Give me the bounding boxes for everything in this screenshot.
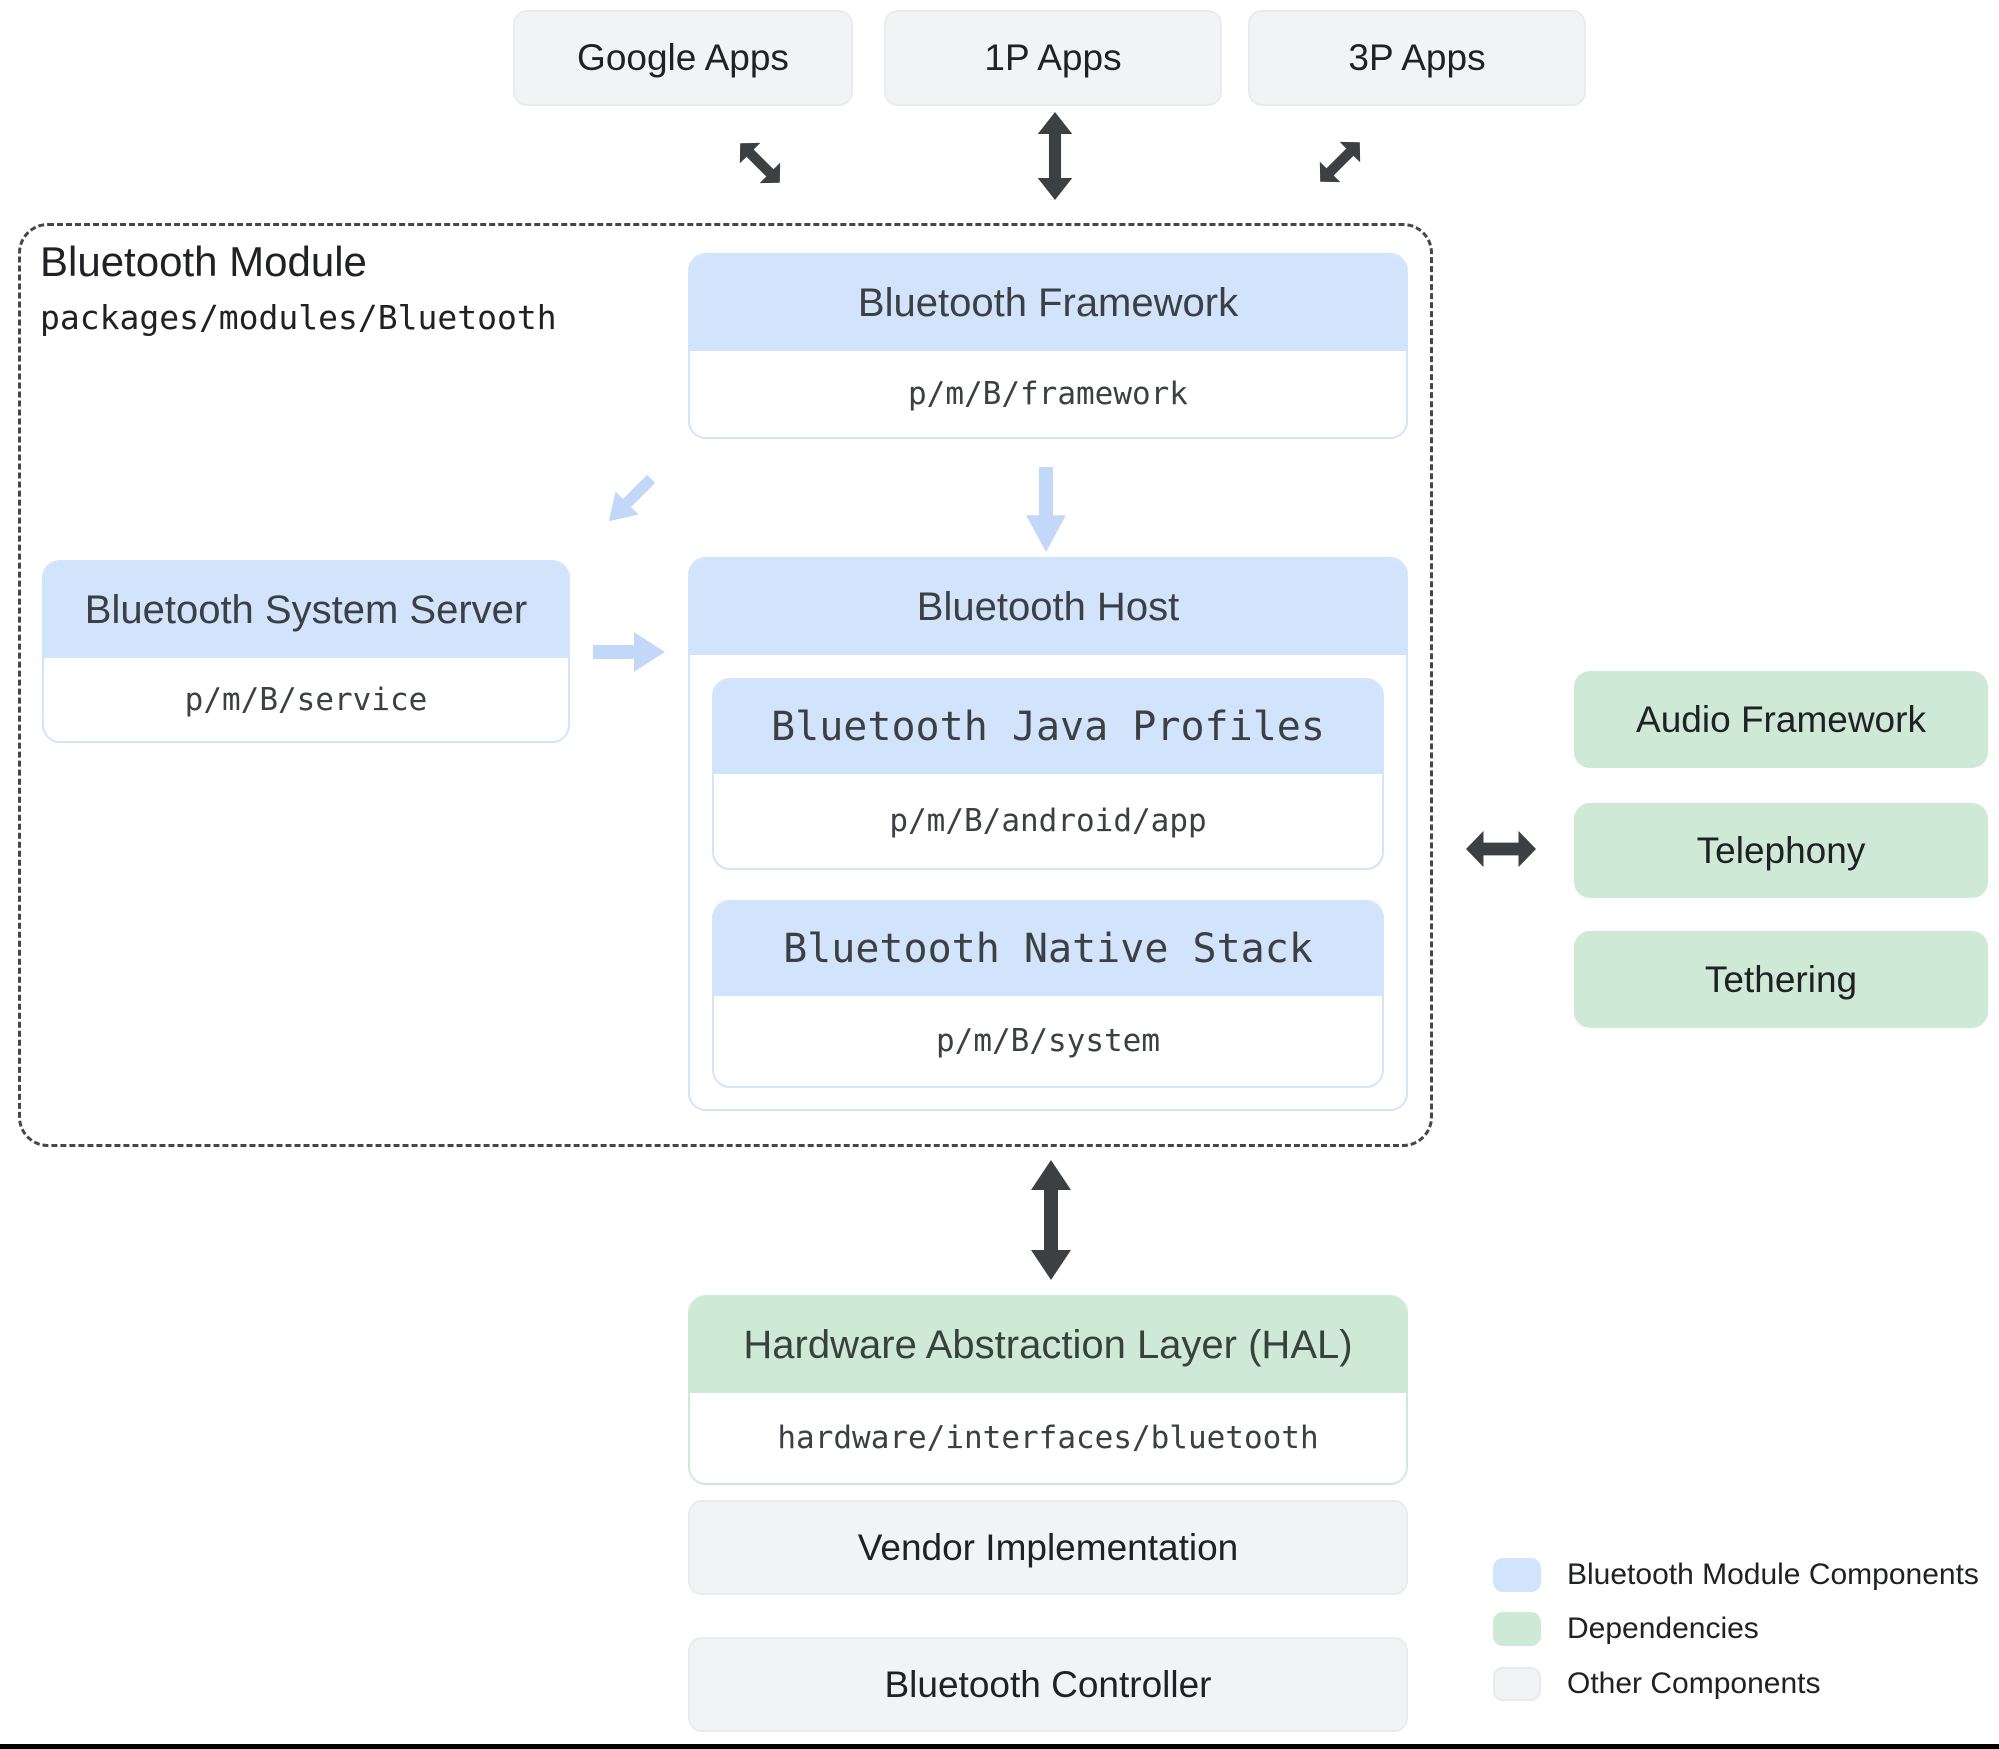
bluetooth-system-server-title: Bluetooth System Server — [84, 587, 528, 632]
hal-title: Hardware Abstraction Layer (HAL) — [743, 1322, 1353, 1367]
first-party-apps-label: 1P Apps — [984, 37, 1122, 78]
bluetooth-java-profiles-path: p/m/B/android/app — [889, 803, 1207, 839]
audio-framework-box: Audio Framework — [1574, 671, 1988, 768]
bluetooth-java-profiles-title: Bluetooth Java Profiles — [771, 704, 1325, 750]
bluetooth-framework-header: Bluetooth Framework — [690, 255, 1406, 351]
bluetooth-native-stack-header: Bluetooth Native Stack — [714, 902, 1382, 996]
vendor-implementation-box: Vendor Implementation — [688, 1500, 1408, 1595]
legend-swatch-blue — [1493, 1558, 1541, 1592]
bluetooth-framework-path: p/m/B/framework — [908, 376, 1188, 412]
hal-path: hardware/interfaces/bluetooth — [777, 1420, 1319, 1456]
first-party-apps-bidirectional-arrow-icon — [1036, 112, 1074, 200]
legend-item-module-components: Bluetooth Module Components — [1493, 1558, 1979, 1592]
bluetooth-host-header: Bluetooth Host — [690, 559, 1406, 655]
bluetooth-module-container — [18, 223, 1433, 1147]
legend-item-dependencies: Dependencies — [1493, 1612, 1759, 1646]
bluetooth-framework-box: Bluetooth Framework p/m/B/framework — [688, 253, 1408, 439]
bluetooth-module-title: Bluetooth Module — [40, 238, 367, 285]
framework-to-system-server-arrow-icon — [596, 466, 664, 534]
bluetooth-framework-body: p/m/B/framework — [690, 351, 1406, 437]
legend-label-other-components: Other Components — [1567, 1667, 1821, 1700]
bluetooth-native-stack-title: Bluetooth Native Stack — [783, 926, 1313, 972]
bluetooth-system-server-box: Bluetooth System Server p/m/B/service — [42, 560, 570, 743]
third-party-apps-bidirectional-arrow-icon — [1309, 131, 1371, 193]
module-to-hal-bidirectional-arrow-icon — [1029, 1160, 1073, 1280]
hal-body: hardware/interfaces/bluetooth — [690, 1393, 1406, 1483]
legend-label-module-components: Bluetooth Module Components — [1567, 1558, 1979, 1591]
bluetooth-controller-label: Bluetooth Controller — [884, 1663, 1212, 1705]
vendor-implementation-label: Vendor Implementation — [857, 1526, 1239, 1568]
system-server-to-host-arrow-icon — [593, 630, 665, 674]
bluetooth-system-server-path: p/m/B/service — [184, 681, 428, 718]
tethering-label: Tethering — [1704, 958, 1858, 1000]
third-party-apps-box: 3P Apps — [1248, 10, 1586, 106]
first-party-apps-box: 1P Apps — [884, 10, 1222, 106]
bluetooth-host-body: Bluetooth Java Profiles p/m/B/android/ap… — [690, 655, 1406, 1109]
bluetooth-controller-box: Bluetooth Controller — [688, 1637, 1408, 1732]
framework-to-host-arrow-icon — [1024, 467, 1068, 552]
screenshot-bottom-edge — [0, 1744, 1999, 1749]
bluetooth-module-path: packages/modules/Bluetooth — [40, 298, 557, 337]
third-party-apps-label: 3P Apps — [1348, 37, 1486, 78]
bluetooth-native-stack-body: p/m/B/system — [714, 996, 1382, 1086]
telephony-box: Telephony — [1574, 803, 1988, 898]
bluetooth-host-title: Bluetooth Host — [916, 584, 1180, 629]
bluetooth-host-box: Bluetooth Host Bluetooth Java Profiles p… — [688, 557, 1408, 1111]
legend-item-other-components: Other Components — [1493, 1667, 1820, 1701]
bluetooth-native-stack-box: Bluetooth Native Stack p/m/B/system — [712, 900, 1384, 1088]
audio-framework-label: Audio Framework — [1636, 698, 1926, 740]
telephony-label: Telephony — [1696, 829, 1866, 871]
tethering-box: Tethering — [1574, 931, 1988, 1028]
legend-swatch-green — [1493, 1612, 1541, 1646]
google-apps-label: Google Apps — [577, 37, 789, 78]
google-apps-box: Google Apps — [513, 10, 853, 106]
legend-label-dependencies: Dependencies — [1567, 1612, 1759, 1645]
bluetooth-framework-title: Bluetooth Framework — [857, 280, 1239, 325]
bluetooth-java-profiles-box: Bluetooth Java Profiles p/m/B/android/ap… — [712, 678, 1384, 870]
bluetooth-java-profiles-body: p/m/B/android/app — [714, 774, 1382, 868]
bluetooth-system-server-body: p/m/B/service — [44, 658, 568, 741]
hal-header: Hardware Abstraction Layer (HAL) — [690, 1297, 1406, 1393]
bluetooth-system-server-header: Bluetooth System Server — [44, 562, 568, 658]
google-apps-bidirectional-arrow-icon — [729, 132, 791, 194]
bluetooth-java-profiles-header: Bluetooth Java Profiles — [714, 680, 1382, 774]
legend-swatch-gray — [1493, 1667, 1541, 1701]
bluetooth-native-stack-path: p/m/B/system — [936, 1023, 1160, 1059]
hal-box: Hardware Abstraction Layer (HAL) hardwar… — [688, 1295, 1408, 1485]
module-to-dependencies-bidirectional-arrow-icon — [1466, 829, 1536, 869]
